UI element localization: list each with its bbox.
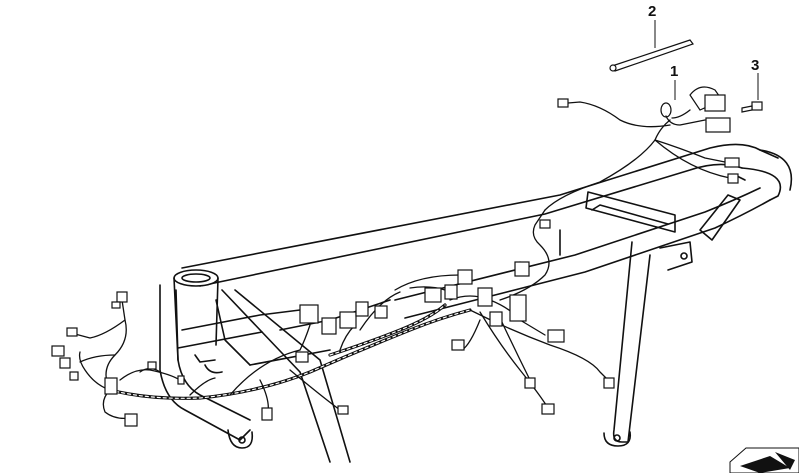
leader-lines	[654, 20, 759, 100]
motorcycle-frame	[159, 143, 793, 463]
part-2-rod	[609, 39, 694, 72]
callout-3: 3	[751, 57, 760, 74]
callout-1: 1	[670, 63, 679, 80]
connectors	[51, 98, 740, 427]
part-1-rear-connector	[660, 86, 731, 133]
wiring-harness	[74, 101, 731, 420]
part-3-screw	[741, 101, 763, 113]
callout-2: 2	[648, 3, 657, 20]
folded-arrow-icon	[729, 447, 799, 473]
